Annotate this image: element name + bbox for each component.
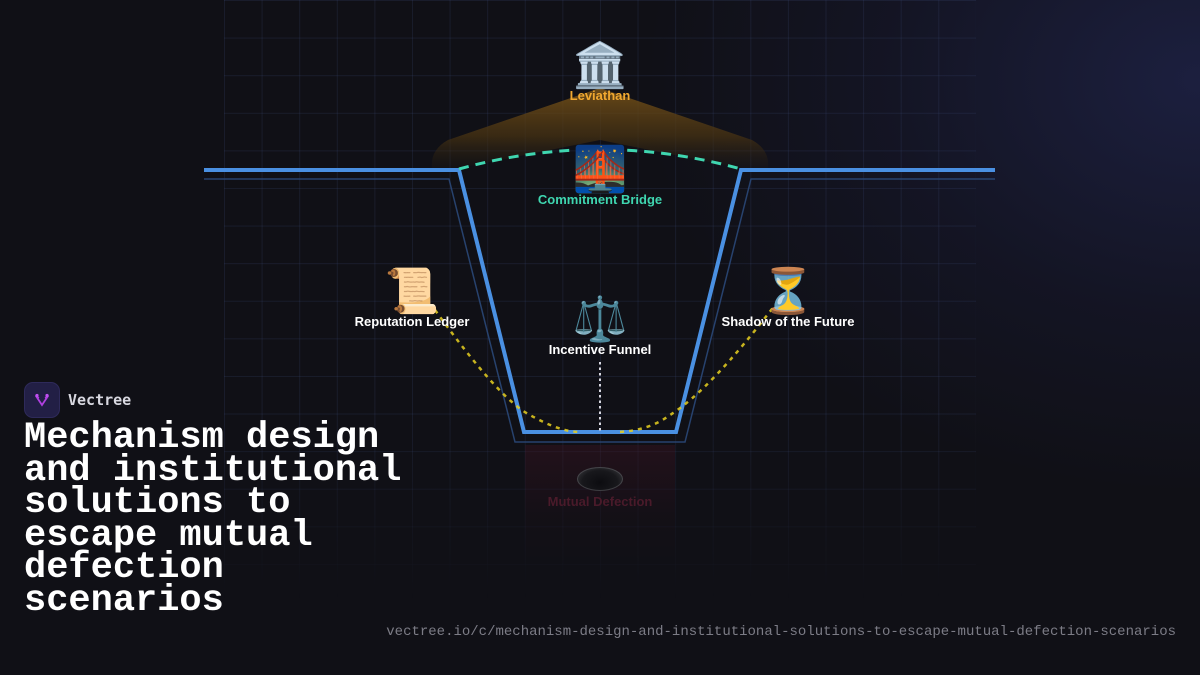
hourglass-icon: ⏳ (760, 267, 816, 316)
funnel-line (204, 168, 995, 434)
brand-name: Vectree (68, 391, 132, 409)
node-label: Mutual Defection (547, 494, 653, 509)
node-mutual-defection: Mutual Defection (547, 494, 653, 509)
node-commitment-bridge: 🌉 Commitment Bridge (537, 145, 663, 208)
node-label: Incentive Funnel (548, 342, 652, 357)
node-label: Commitment Bridge (537, 192, 663, 207)
commitment-bridge-arc (458, 148, 742, 171)
node-label: Reputation Ledger (354, 314, 470, 329)
reputation-path (433, 309, 581, 434)
node-incentive-funnel: ⚖️ Incentive Funnel (548, 295, 652, 358)
page-url: vectree.io/c/mechanism-design-and-instit… (386, 624, 1176, 640)
scroll-icon: 📜 (384, 267, 440, 316)
leviathan-glow (431, 88, 769, 168)
page-title: Mechanism design and institutional solut… (24, 417, 402, 622)
node-leviathan: 🏛️ Leviathan (569, 41, 631, 104)
brand: Vectree (24, 382, 131, 418)
vectree-logo-icon (24, 382, 60, 418)
node-label: Leviathan (569, 88, 631, 103)
mutual-defection-zone (525, 445, 675, 565)
funnel-shadow-line (204, 178, 995, 443)
node-shadow-of-the-future: ⏳ Shadow of the Future (721, 267, 855, 330)
node-reputation-ledger: 📜 Reputation Ledger (354, 267, 470, 330)
balance-scale-icon: ⚖️ (572, 295, 628, 344)
bridge-at-night-icon: 🌉 (572, 145, 628, 194)
hole-icon (577, 467, 623, 491)
classical-building-icon: 🏛️ (572, 41, 628, 90)
shadow-path (619, 304, 776, 434)
node-label: Shadow of the Future (721, 314, 855, 329)
